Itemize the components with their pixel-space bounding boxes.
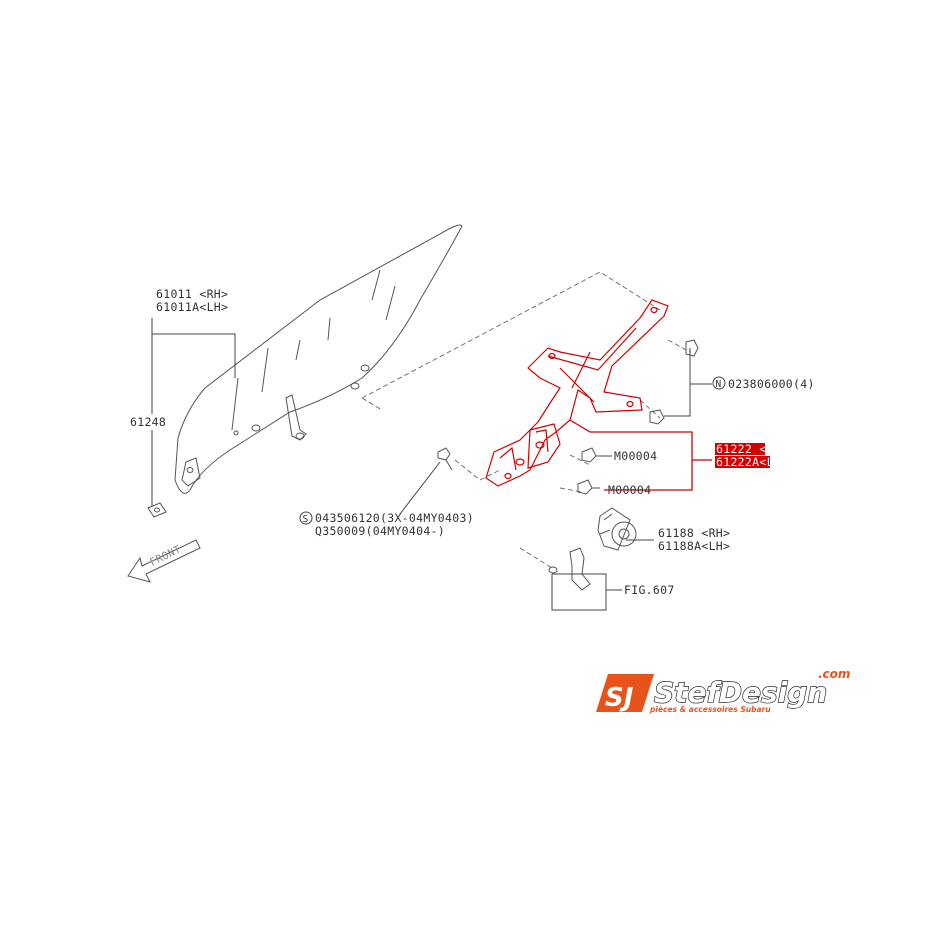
- screw-label-line1: 043506120(3X-04MY0403): [315, 511, 474, 525]
- bolt-upper-label: M00004: [614, 449, 657, 463]
- logo-mark-badge: [596, 674, 654, 712]
- nuts: [649, 339, 699, 425]
- window-regulator: [485, 299, 669, 487]
- screw: [437, 447, 453, 471]
- regulator-lh-highlight: [715, 456, 770, 468]
- regulator-lh-label: 61222A<LH>: [716, 455, 788, 469]
- screw-symbol: S: [303, 514, 309, 525]
- glass-lh-label: 61011A<LH>: [156, 300, 228, 314]
- screw-symbol-circle: [299, 511, 313, 525]
- screw-label-line2: Q350009(04MY0404-): [315, 524, 445, 538]
- fig-ref-label: FIG.607: [624, 583, 675, 597]
- logo-name: StefDesign: [654, 676, 827, 709]
- nut-symbol-circle: [712, 376, 726, 390]
- regulator-rh-highlight: [715, 443, 765, 455]
- motor-lh-label: 61188A<LH>: [658, 539, 730, 553]
- logo-domain: .com: [818, 667, 850, 681]
- bolts: [577, 447, 604, 495]
- regulator-motor: [597, 507, 637, 551]
- motor-rh-label: 61188 <RH>: [658, 526, 730, 540]
- nut-symbol: N: [716, 379, 722, 390]
- nut-label: 023806000(4): [728, 377, 815, 391]
- channel-label: 61248: [130, 415, 166, 429]
- fig607-part: [548, 547, 591, 591]
- logo-mark: SJ: [605, 683, 634, 713]
- stefdesign-logo: SJ StefDesign .com pièces & accessoires …: [596, 667, 850, 714]
- logo-tagline: pièces & accessoires Subaru: [649, 705, 771, 714]
- phantom-lines: [361, 271, 691, 569]
- door-glass: [147, 224, 463, 518]
- glass-leaders: [151, 318, 236, 506]
- regulator-rh-label: 61222 <RH>: [716, 442, 788, 456]
- regulator-leaders: [399, 348, 712, 611]
- glass-rh-label: 61011 <RH>: [156, 287, 228, 301]
- bolt-lower-label: M00004: [608, 483, 651, 497]
- front-arrow: FRONT: [127, 539, 201, 583]
